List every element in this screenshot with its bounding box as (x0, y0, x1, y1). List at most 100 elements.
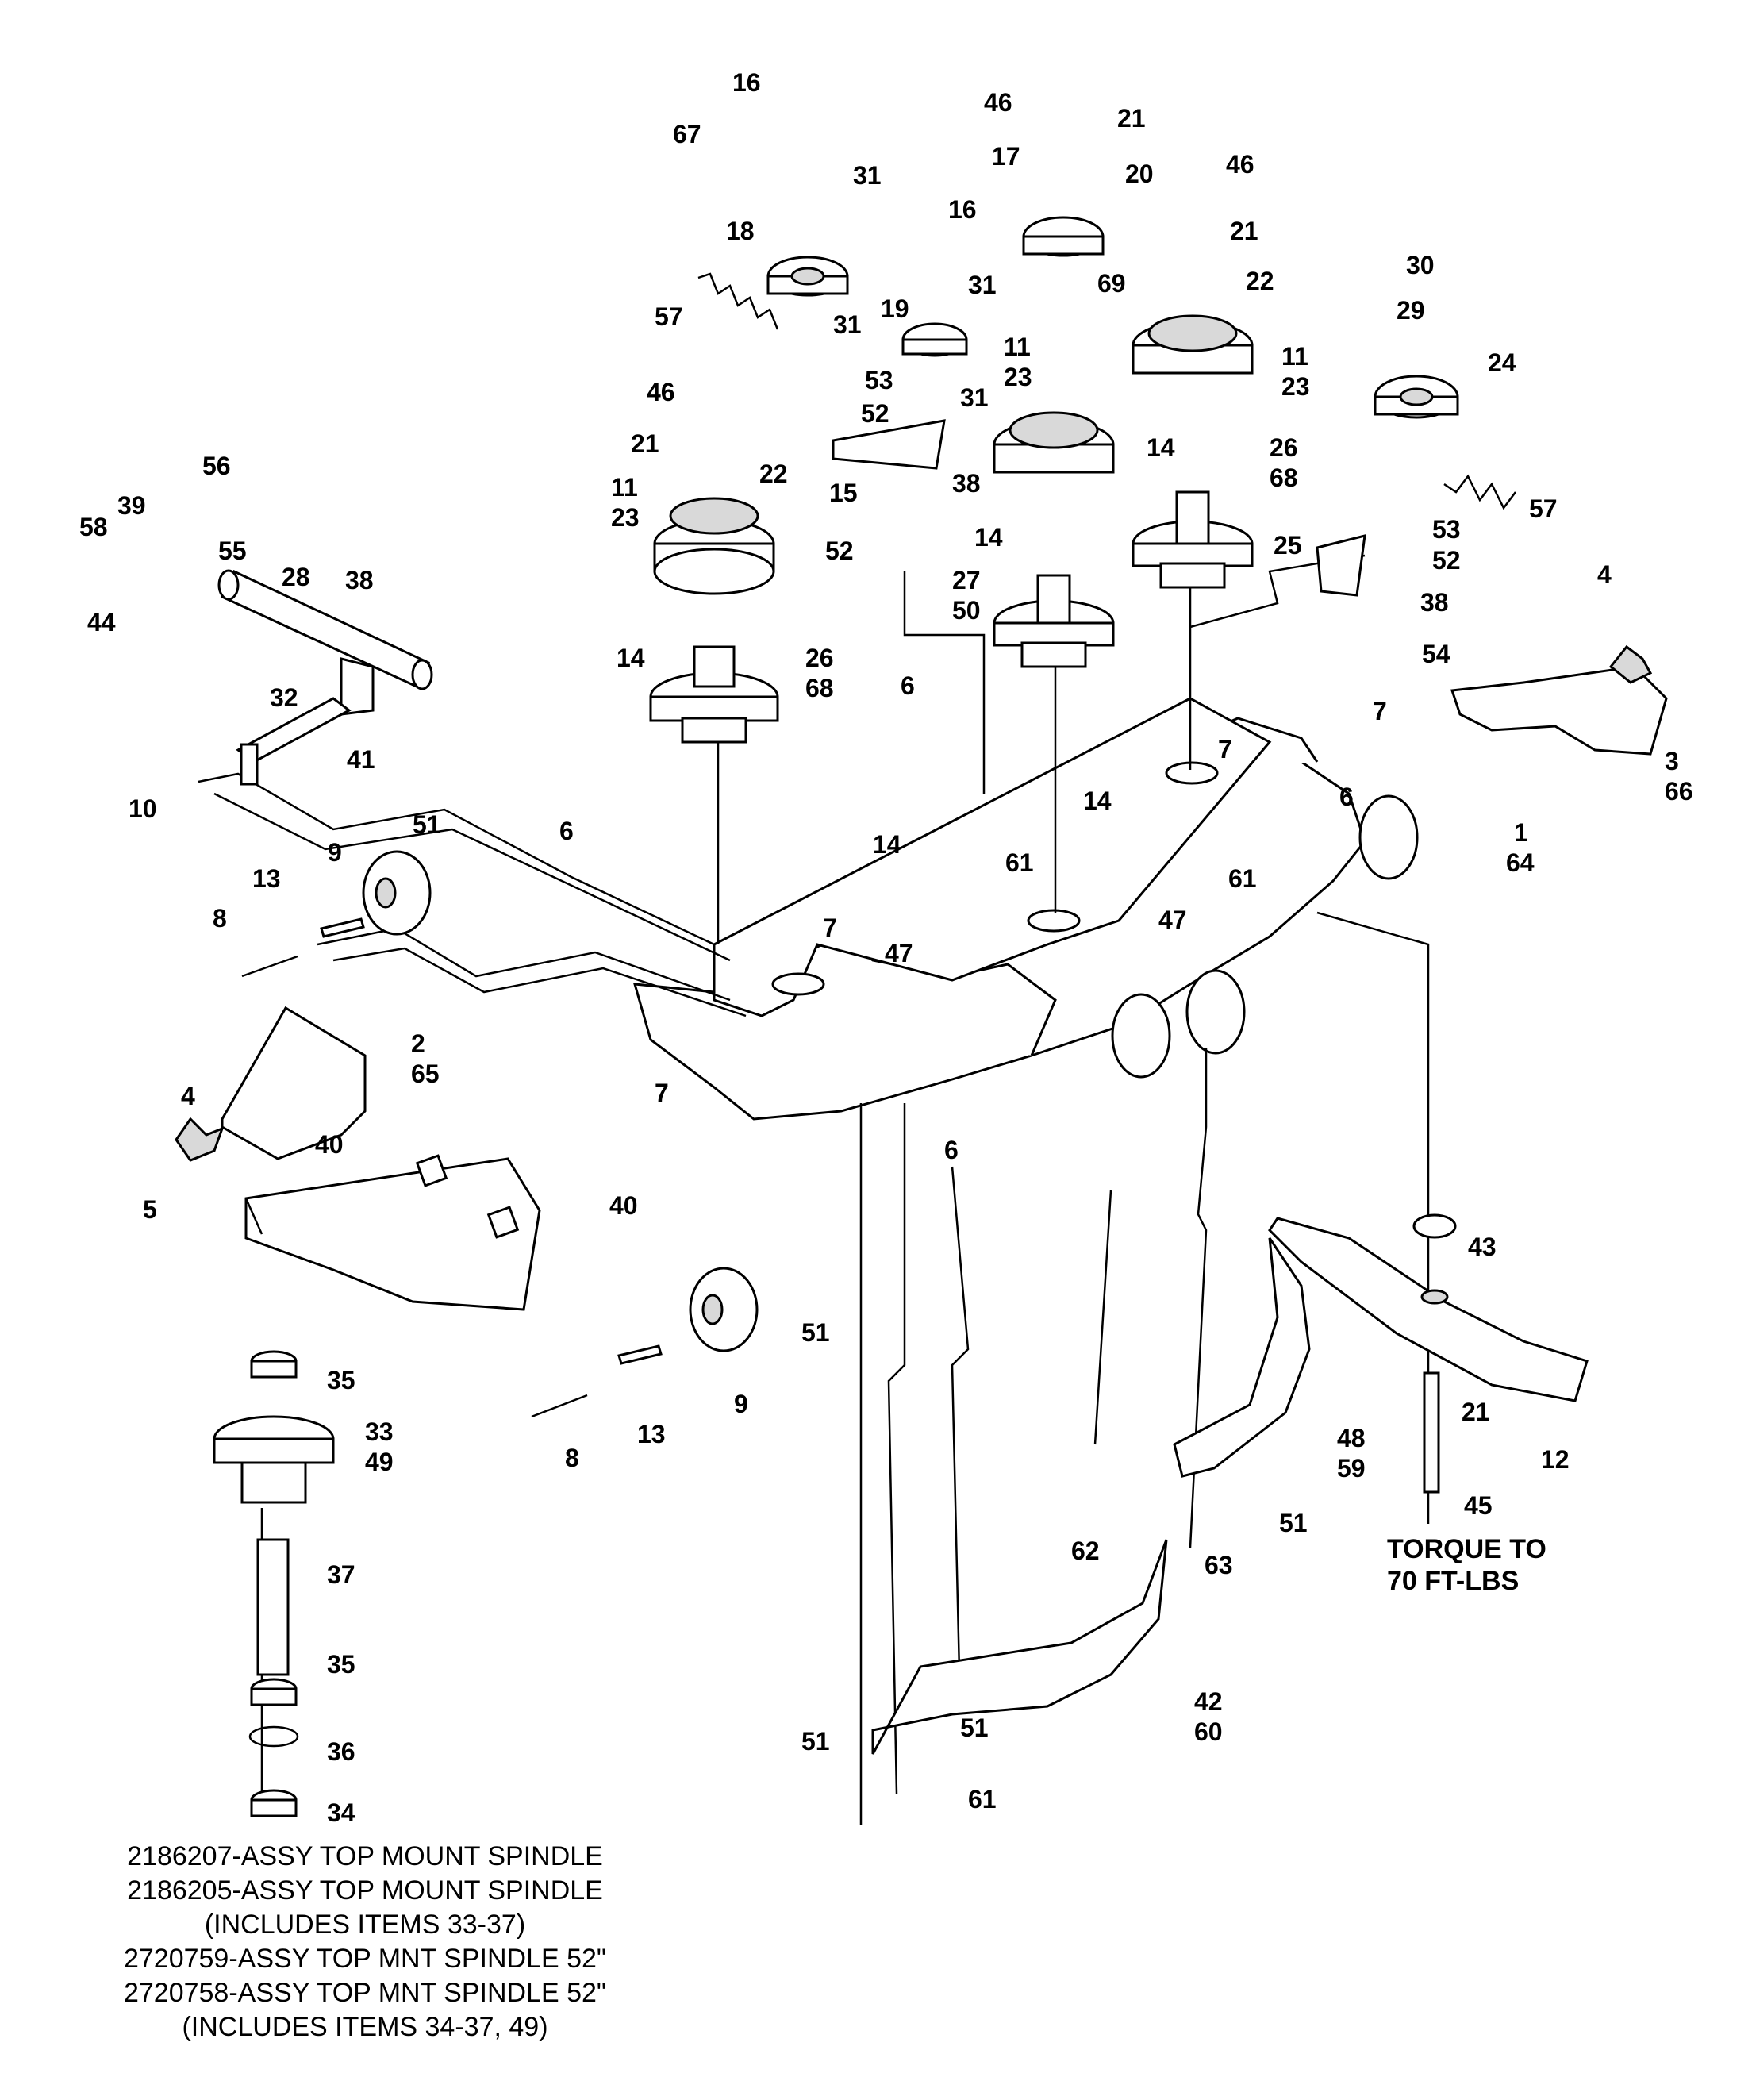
callout-26: 26 (805, 644, 834, 672)
callout-26: 26 (1270, 433, 1298, 462)
callout-30: 30 (1406, 251, 1435, 279)
callout-6: 6 (901, 671, 915, 700)
callout-68: 68 (1270, 463, 1298, 492)
callout-14: 14 (873, 830, 901, 859)
callout-6: 6 (1339, 783, 1354, 811)
callout-52: 52 (861, 399, 889, 428)
callout-46: 46 (984, 88, 1012, 117)
callout-31: 31 (853, 161, 882, 190)
callout-5: 5 (143, 1195, 157, 1224)
callout-47: 47 (1158, 906, 1187, 934)
callout-39: 39 (117, 491, 146, 520)
callout-14: 14 (1147, 433, 1175, 462)
callout-23: 23 (611, 503, 640, 532)
callout-40: 40 (609, 1191, 638, 1220)
callout-21: 21 (1462, 1398, 1490, 1426)
callout-68: 68 (805, 674, 834, 702)
spindle-left (649, 497, 779, 744)
callout-60: 60 (1194, 1717, 1223, 1746)
callout-21: 21 (1117, 104, 1146, 133)
baffle-42 (871, 1539, 1168, 1755)
callout-18: 18 (726, 217, 755, 245)
callout-13: 13 (252, 864, 281, 893)
callout-55: 55 (218, 537, 247, 565)
callout-65: 65 (411, 1060, 440, 1088)
spring-left (697, 272, 779, 330)
spindle-note-6: (INCLUDES ITEMS 34-37, 49) (182, 2012, 548, 2042)
callout-50: 50 (952, 596, 981, 625)
rear-roller-bar (217, 569, 433, 786)
spindle-note-5: 2720758-ASSY TOP MNT SPINDLE 52" (123, 1978, 607, 2008)
callout-31: 31 (833, 310, 862, 339)
callout-57: 57 (1529, 494, 1558, 523)
callout-21: 21 (631, 429, 659, 458)
callout-46: 46 (647, 378, 675, 406)
callout-40: 40 (315, 1130, 344, 1159)
callout-labels: 16 67 31 18 31 57 16 31 19 53 52 31 15 3… (79, 68, 1693, 1827)
callout-17: 17 (992, 142, 1020, 171)
callout-23: 23 (1004, 363, 1032, 391)
spindle-note-4: 2720759-ASSY TOP MNT SPINDLE 52" (123, 1944, 607, 1974)
callout-24: 24 (1488, 348, 1516, 377)
callout-11: 11 (1281, 342, 1308, 371)
idler-arm-left (832, 419, 946, 470)
callout-43: 43 (1468, 1233, 1496, 1261)
discharge-cover-right (1450, 665, 1668, 756)
callout-11: 11 (611, 473, 638, 502)
callout-6: 6 (559, 817, 574, 845)
torque-note: TORQUE TO 70 FT-LBS (1387, 1533, 1546, 1597)
callout-14: 14 (617, 644, 645, 672)
callout-4: 4 (1597, 560, 1612, 589)
callout-38: 38 (952, 469, 981, 498)
callout-61: 61 (968, 1785, 997, 1813)
callout-29: 29 (1397, 296, 1425, 325)
spring-right (1443, 474, 1516, 510)
callout-7: 7 (823, 913, 837, 942)
callout-69: 69 (1097, 269, 1126, 298)
callout-16: 16 (732, 68, 761, 97)
callout-19: 19 (881, 294, 909, 323)
callout-57: 57 (655, 302, 683, 331)
spindle-right (1132, 314, 1254, 589)
callout-32: 32 (270, 683, 298, 712)
callout-12: 12 (1541, 1445, 1570, 1474)
callout-53: 53 (865, 366, 893, 394)
knob-right (1608, 644, 1653, 684)
idler-pulleys (766, 216, 1459, 419)
callout-22: 22 (759, 460, 788, 488)
callout-33: 33 (365, 1417, 394, 1446)
callout-51: 51 (801, 1318, 830, 1347)
knob-left (175, 1117, 225, 1162)
callout-14: 14 (974, 523, 1003, 552)
callout-41: 41 (347, 745, 375, 774)
callout-51: 51 (960, 1713, 989, 1742)
callout-61: 61 (1005, 848, 1034, 877)
axle-pins (241, 917, 663, 1418)
callout-7: 7 (1218, 735, 1232, 763)
callout-15: 15 (829, 479, 858, 507)
callout-35: 35 (327, 1650, 355, 1679)
gauge-wheels (362, 794, 1419, 1352)
callout-51: 51 (413, 810, 441, 839)
callout-31: 31 (960, 383, 989, 412)
torque-note-line1: TORQUE TO (1387, 1534, 1546, 1564)
callout-8: 8 (213, 904, 227, 933)
callout-9: 9 (328, 838, 342, 867)
callout-7: 7 (1373, 697, 1387, 725)
callout-11: 11 (1004, 333, 1031, 361)
callout-23: 23 (1281, 372, 1310, 401)
callout-13: 13 (637, 1420, 666, 1448)
callout-20: 20 (1125, 160, 1154, 188)
spindle-center (993, 411, 1115, 668)
callout-34: 34 (327, 1798, 355, 1827)
callout-52: 52 (825, 537, 854, 565)
mower-blade (1268, 1213, 1589, 1494)
idler-arm-right (1316, 534, 1366, 597)
callout-59: 59 (1337, 1454, 1366, 1483)
callout-47: 47 (885, 939, 913, 967)
callout-67: 67 (673, 120, 701, 148)
deck-top-plate (713, 697, 1272, 1017)
callout-36: 36 (327, 1737, 355, 1766)
discharge-cover-left (221, 1006, 367, 1160)
callout-7: 7 (655, 1079, 669, 1107)
